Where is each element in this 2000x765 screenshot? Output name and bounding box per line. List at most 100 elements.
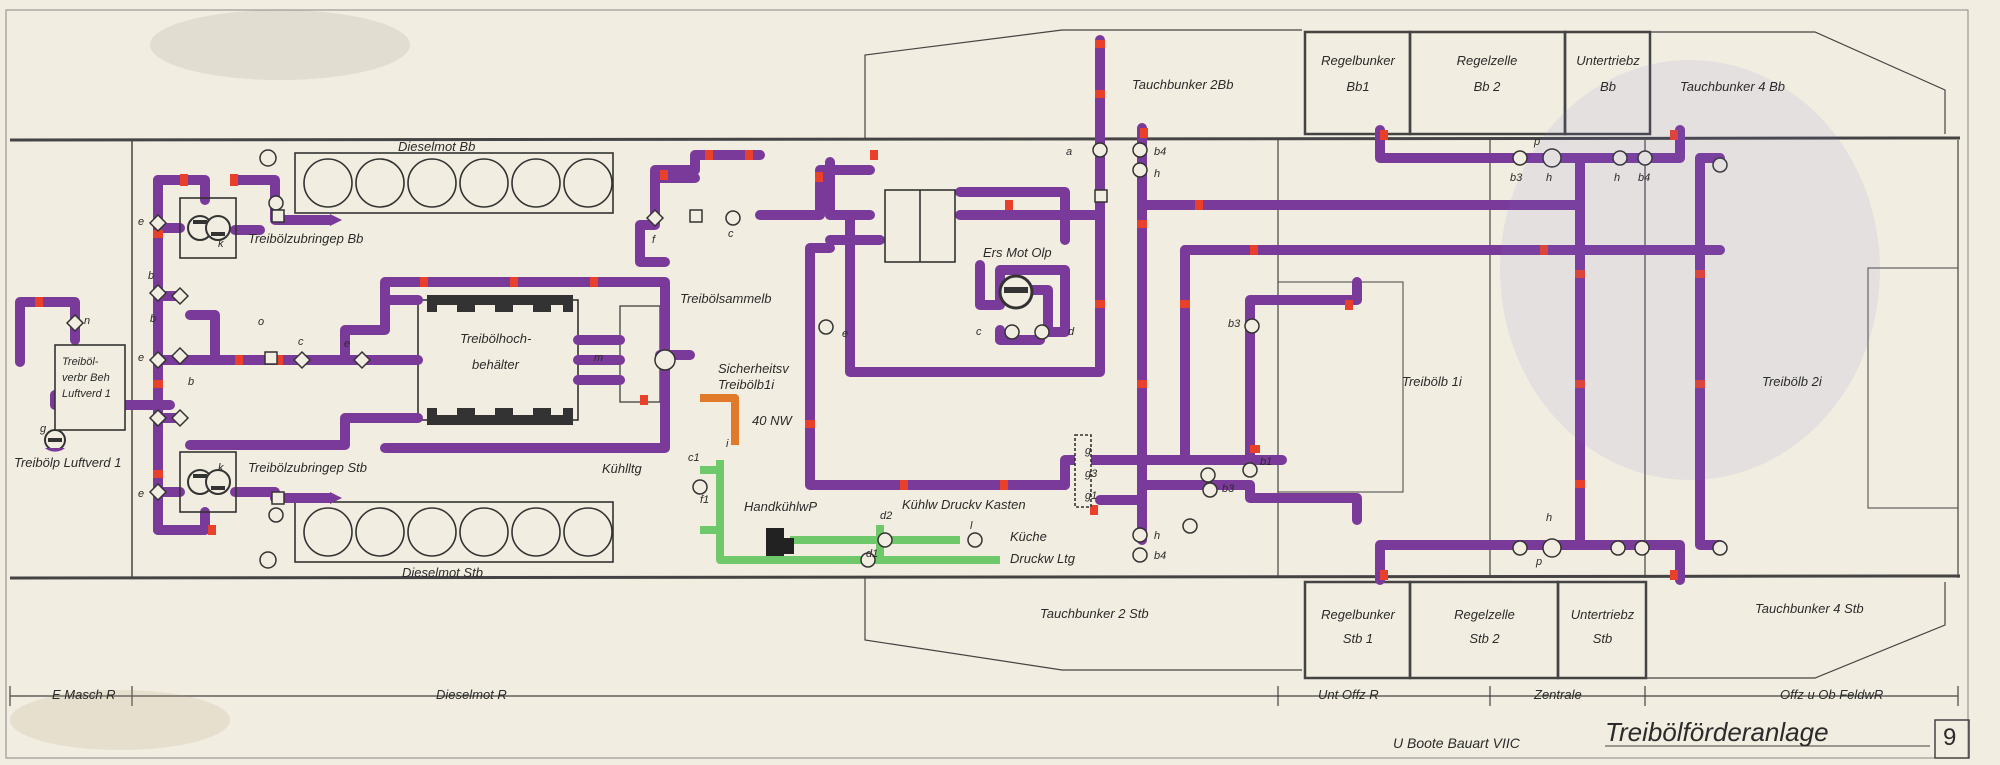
valve-label: b3	[1222, 483, 1235, 495]
cooling-piping	[700, 394, 1000, 564]
dim-zentrale: Zentrale	[1534, 687, 1582, 702]
hull-line-bottom	[9, 574, 1961, 580]
label-regelbunker-bb1: Regelbunker	[1321, 53, 1395, 68]
treibolp-luftverd-pump	[44, 429, 66, 452]
label-zubringep-bb: Treibölzubringep Bb	[248, 231, 364, 246]
valve-label: b	[150, 313, 157, 325]
label-regelzelle-stb2: Regelzelle	[1454, 607, 1515, 622]
label-regelzelle-bb2-no: Bb 2	[1473, 79, 1501, 94]
valve-label: l	[970, 520, 973, 532]
valve-label: b	[188, 376, 195, 388]
pumps	[44, 197, 1034, 556]
valve-label: b3	[1228, 318, 1241, 330]
label-verbr-b: verbr Beh	[62, 372, 110, 384]
valve-label: f	[652, 234, 656, 246]
valve-label: c	[298, 336, 304, 348]
valve-label: b3	[1510, 172, 1523, 184]
valve-label: p	[1534, 136, 1541, 148]
valve-label: b1	[1260, 456, 1273, 468]
valve-label: i	[726, 438, 729, 450]
valve-label: b4	[1638, 172, 1651, 184]
valve-label: g1	[1085, 490, 1098, 502]
valve-label: d	[1068, 326, 1075, 338]
label-dieselmot-bb: Dieselmot Bb	[398, 139, 476, 154]
hull-outline	[5, 9, 1970, 759]
dim-dieselmot-r: Dieselmot R	[436, 687, 507, 702]
label-sicherheitsv: Sicherheitsv	[718, 361, 789, 376]
label-regelzelle-stb2-no: Stb 2	[1469, 631, 1500, 646]
valve-label: e	[842, 328, 849, 340]
label-treibolp-luftverd: Treibölp Luftverd 1	[14, 455, 122, 470]
valve-label: d2	[880, 510, 893, 522]
label-zubringep-stb: Treibölzubringep Stb	[248, 460, 367, 475]
sheet-number: 9	[1943, 724, 1957, 751]
label-treibolb-1i: Treibölb 1i	[1402, 374, 1462, 389]
valve-label: e	[344, 338, 351, 350]
page-title: Treibölförderanlage	[1605, 717, 1829, 747]
label-tauchbunker-2bb: Tauchbunker 2Bb	[1132, 77, 1234, 92]
label-untertriebz-stb: Untertriebz	[1570, 607, 1635, 622]
valve-label: b4	[1154, 550, 1167, 562]
dim-unt-offz-r: Unt Offz R	[1318, 687, 1379, 702]
label-untertriebz-bb-no: Bb	[1600, 79, 1616, 94]
label-hochbehalter-b: behälter	[472, 357, 519, 372]
valve-label: b4	[1154, 146, 1167, 158]
zubringep-bb-pump	[179, 197, 237, 259]
schieberkasten	[1074, 434, 1092, 508]
flow-arrows	[330, 214, 342, 504]
valve-label: c	[976, 326, 982, 338]
hull-line-top	[9, 136, 1961, 142]
valve-label: b	[148, 270, 155, 282]
label-untertriebz-stb-no: Stb	[1592, 631, 1613, 646]
valve-label: n	[84, 315, 91, 327]
subtitle: U Boote Bauart VIIC	[1393, 735, 1520, 751]
label-treibolb-2i: Treibölb 2i	[1762, 374, 1822, 389]
tanks	[54, 189, 1092, 508]
untertriebz-stb-box	[1556, 580, 1648, 680]
label-untertriebz-bb: Untertriebz	[1576, 53, 1640, 68]
label-dieselmot-stb: Dieselmot Stb	[402, 565, 483, 580]
valve-label: p	[1536, 556, 1543, 568]
valve-label: g	[40, 423, 47, 435]
diesel-engines	[294, 152, 614, 563]
label-verbr-a: Treiböl-	[62, 356, 99, 368]
valve-label: h	[1154, 168, 1161, 180]
dim-emaschr: E Masch R	[52, 687, 116, 702]
label-regelbunker-stb1: Regelbunker	[1321, 607, 1395, 622]
valve-label: k	[218, 462, 224, 474]
label-tauchbunker-2stb: Tauchbunker 2 Stb	[1040, 606, 1149, 621]
label-handkuhlwp: HandkühlwP	[744, 499, 817, 514]
zubringep-stb-pump	[179, 451, 237, 513]
valve-label: f1	[700, 494, 710, 506]
valve-label: o	[258, 316, 265, 328]
label-verbr-c: Luftverd 1	[62, 388, 111, 400]
valve-label: g3	[1085, 468, 1098, 480]
handkuhlw-pump	[766, 528, 794, 556]
valve-label: c	[728, 228, 734, 240]
label-regelbunker-stb1-no: Stb 1	[1342, 631, 1374, 646]
valve-label: h	[1546, 172, 1553, 184]
label-kuhlltg: Kühlltg	[602, 461, 642, 476]
ersmot-pump	[998, 274, 1034, 310]
valve-label: e	[138, 352, 145, 364]
valve-label: h	[1546, 512, 1553, 524]
regelbunker-stb1-box	[1303, 580, 1412, 680]
untertriebz-bb-box	[1563, 30, 1652, 136]
dieselmot-stb-block	[294, 501, 614, 563]
label-sicherheitsv-b: Treibölb1i	[718, 377, 775, 392]
label-regelbunker-bb1-no: Bb1	[1346, 79, 1370, 94]
label-kuche: Küche	[1010, 529, 1047, 544]
valve-label: e	[138, 216, 145, 228]
dim-offz-feldw-r: Offz u Ob FeldwR	[1780, 687, 1884, 702]
label-tauchbunker-4stb: Tauchbunker 4 Stb	[1755, 601, 1864, 616]
valve-label: e	[138, 488, 145, 500]
label-druckw: Druckw Ltg	[1010, 551, 1076, 566]
label-ersmot: Ers Mot Olp	[983, 245, 1052, 260]
verbr-beh-box	[54, 344, 126, 431]
flange-markers	[35, 40, 1705, 580]
dieselmot-bb-block	[294, 152, 614, 214]
label-hochbehalter: Treibölhoch-	[460, 331, 532, 346]
valve-label: g	[1085, 445, 1092, 457]
